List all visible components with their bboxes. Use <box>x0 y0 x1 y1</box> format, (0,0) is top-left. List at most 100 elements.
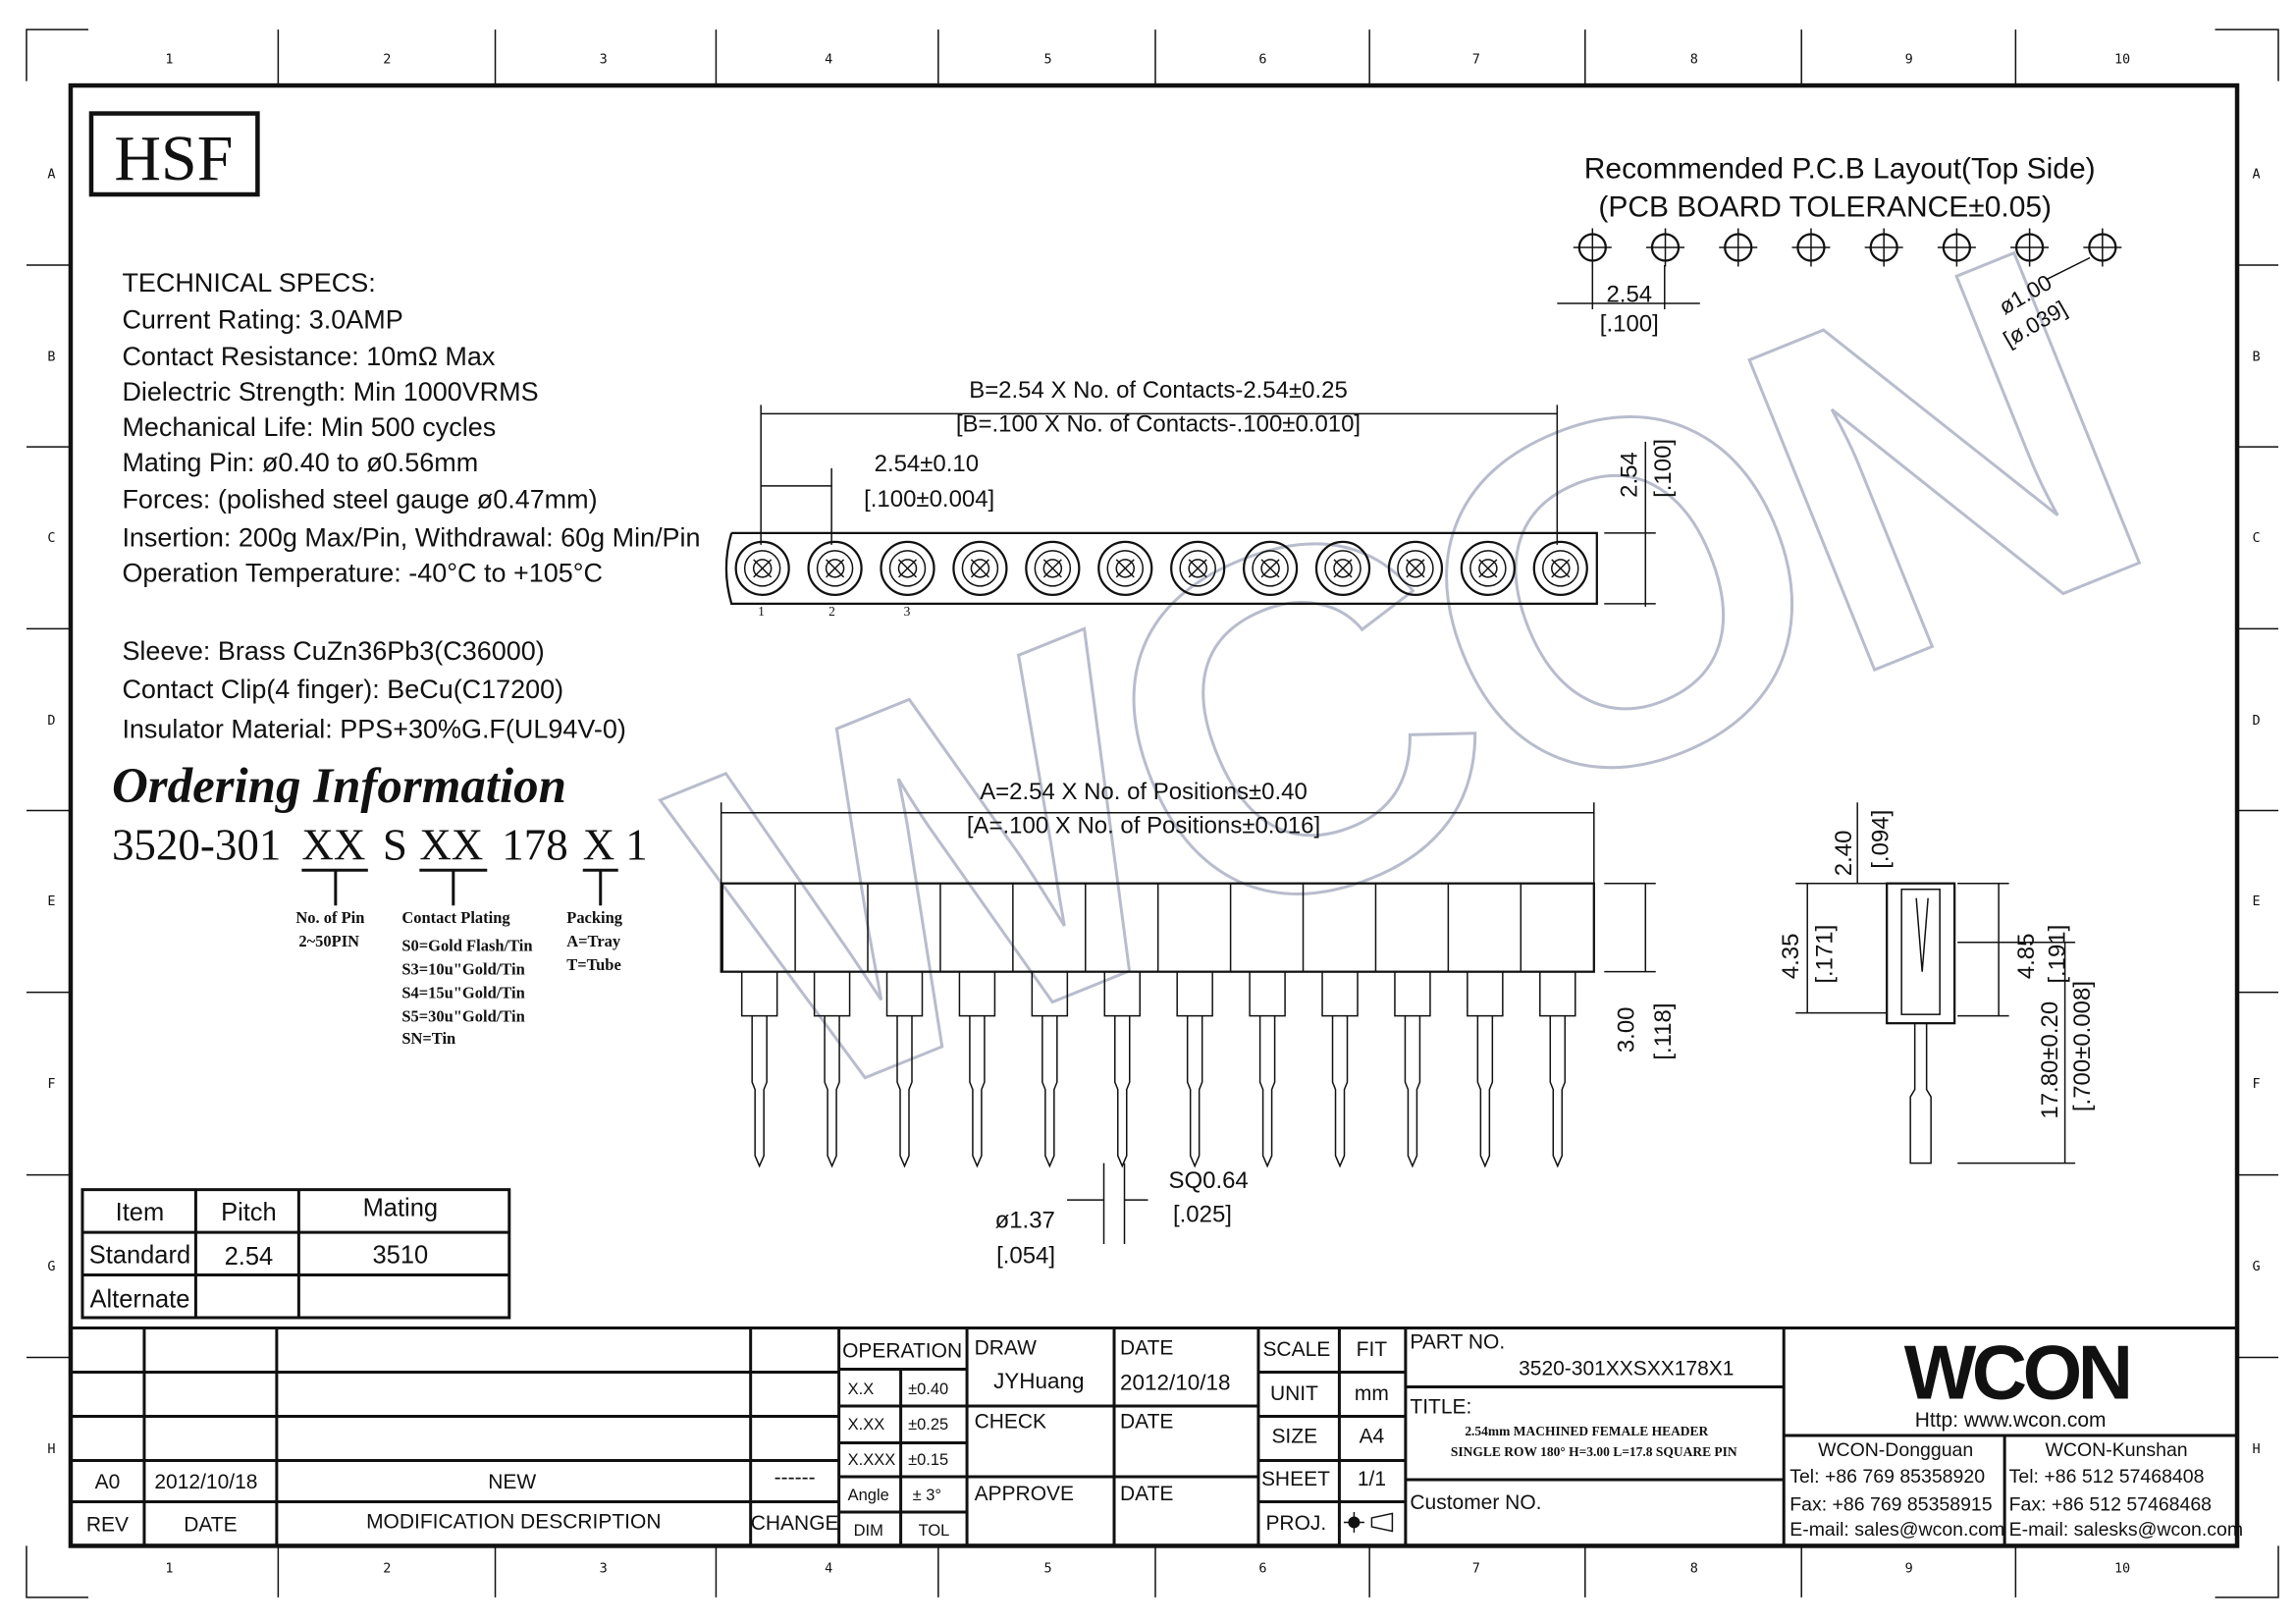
rev-header: MODIFICATION DESCRIPTION <box>366 1510 661 1533</box>
dim-body-in: [.171] <box>1812 925 1839 984</box>
column-marker: 2 <box>383 52 391 68</box>
dim-sq: SQ0.64 <box>1168 1167 1248 1194</box>
dim-total-in: [.700±0.008] <box>2069 981 2096 1111</box>
part-number: 3520-301XXSXX178X1 <box>1519 1358 1734 1380</box>
dim-a-in: [A=.100 X No. of Positions±0.016] <box>967 813 1320 839</box>
contact-pin <box>867 883 924 1168</box>
column-marker: 5 <box>1043 52 1051 68</box>
tolerance-title: OPERATION <box>842 1340 962 1363</box>
column-marker: 6 <box>1258 52 1266 68</box>
dim-sleeve-in: [.191] <box>2045 925 2071 984</box>
column-marker: 3 <box>600 1560 608 1576</box>
tol-value: ±0.15 <box>908 1451 948 1469</box>
title-block: A0 2012/10/18 NEW ------ REV DATE MODIFI… <box>70 1326 2243 1546</box>
title-line: 2.54mm MACHINED FEMALE HEADER <box>1465 1424 1708 1438</box>
office-email[interactable]: E-mail: salesks@wcon.com <box>2009 1519 2243 1541</box>
contact-socket-icon <box>1314 540 1371 596</box>
spec-line: Forces: (polished steel gauge ø0.47mm) <box>122 484 597 514</box>
dim-top: 2.40 <box>1831 831 1857 877</box>
size-label: SIZE <box>1271 1425 1317 1447</box>
plating-option: S4=15u"Gold/Tin <box>401 984 524 1002</box>
contact-socket-icon <box>1532 540 1588 596</box>
wcon-watermark: WCON <box>620 148 2195 1206</box>
draw-date: 2012/10/18 <box>1120 1370 1231 1394</box>
dim-h-in: [.118] <box>1650 1002 1677 1059</box>
dim-sleeve: 4.85 <box>2013 934 2040 980</box>
date-label: DATE <box>1120 1410 1173 1433</box>
office-fax: Fax: +86 769 85358915 <box>1789 1493 1993 1515</box>
dim-h: 3.00 <box>1613 1006 1639 1053</box>
unit-label: UNIT <box>1270 1382 1318 1405</box>
draw-name: JYHuang <box>993 1369 1085 1393</box>
contact-socket-icon <box>952 540 1008 596</box>
mating-table: Item Pitch Mating Standard 2.54 3510 Alt… <box>80 1188 511 1320</box>
row-marker: E <box>47 893 55 909</box>
pcb-tolerance: (PCB BOARD TOLERANCE±0.05) <box>1598 191 2052 224</box>
row-marker: C <box>47 530 55 546</box>
row-marker: C <box>2252 530 2260 546</box>
pin-label: No. of Pin <box>295 908 364 927</box>
rev-change: ------ <box>774 1466 816 1489</box>
dim-b-in: [B=.100 X No. of Contacts-.100±0.010] <box>956 410 1361 437</box>
check-label: CHECK <box>975 1410 1046 1433</box>
contact-socket-icon <box>880 540 935 596</box>
contact-pin <box>1302 883 1359 1168</box>
tol-dim: X.X <box>848 1380 875 1398</box>
date-label: DATE <box>1120 1483 1173 1505</box>
rev-header: CHANGE <box>751 1512 839 1535</box>
tol-value: ±0.25 <box>908 1416 948 1434</box>
material-line: Insulator Material: PPS+30%G.F(UL94V-0) <box>122 714 625 743</box>
customer-label: Customer NO. <box>1410 1491 1541 1514</box>
specs-heading: TECHNICAL SPECS: <box>122 268 375 298</box>
contact-socket-icon <box>1460 540 1516 596</box>
ordering-information: Ordering Information 3520-301 XX S XX 17… <box>112 759 648 1048</box>
table-cell: 3510 <box>372 1242 428 1270</box>
material-line: Contact Clip(4 finger): BeCu(C17200) <box>122 675 563 704</box>
plating-option: S0=Gold Flash/Tin <box>401 937 532 955</box>
contact-pin <box>794 883 851 1168</box>
table-header: Item <box>116 1199 165 1226</box>
row-marker: E <box>2252 893 2260 909</box>
draw-label: DRAW <box>975 1337 1038 1360</box>
row-marker: H <box>2252 1441 2260 1457</box>
contact-pin <box>1085 883 1142 1168</box>
proj-label: PROJ. <box>1265 1512 1326 1535</box>
code-part: XX <box>301 821 365 870</box>
plating-option: S3=10u"Gold/Tin <box>401 960 524 979</box>
column-marker: 7 <box>1472 52 1480 68</box>
office-email[interactable]: E-mail: sales@wcon.com <box>1789 1519 2004 1541</box>
pcb-pitch-in: [.100] <box>1600 310 1659 337</box>
hsf-logo: HSF <box>88 111 260 197</box>
row-marker: D <box>47 713 55 729</box>
approve-label: APPROVE <box>975 1483 1074 1505</box>
tol-dim: Angle <box>848 1487 889 1504</box>
column-marker: 4 <box>825 52 832 68</box>
office-tel: Tel: +86 512 57468408 <box>2009 1466 2205 1488</box>
table-header: Pitch <box>221 1199 277 1226</box>
company-url[interactable]: Http: www.wcon.com <box>1915 1409 2107 1432</box>
tol-footer: DIM <box>854 1522 883 1540</box>
side-view: A=2.54 X No. of Positions±0.40 [A=.100 X… <box>720 779 1677 1270</box>
packing-label: Packing <box>566 908 623 927</box>
column-marker: 6 <box>1258 1560 1266 1576</box>
profile-view: 2.40 [.094] 4.35 [.171] 4.85 [.191] 17.8… <box>1778 802 2096 1164</box>
column-marker: 1 <box>165 1560 173 1576</box>
title-label: TITLE: <box>1410 1395 1471 1418</box>
table-cell: 2.54 <box>225 1243 274 1271</box>
row-marker: H <box>47 1441 55 1457</box>
dim-b: B=2.54 X No. of Contacts-2.54±0.25 <box>969 377 1348 404</box>
table-header: Mating <box>363 1195 438 1222</box>
column-marker: 1 <box>165 52 173 68</box>
rev-value: A0 <box>95 1471 121 1493</box>
technical-specs: TECHNICAL SPECS: Current Rating: 3.0AMP … <box>122 268 700 743</box>
contact-pin <box>1229 883 1286 1168</box>
rev-header: REV <box>86 1513 129 1536</box>
spec-line: Operation Temperature: -40°C to +105°C <box>122 558 603 587</box>
tol-value: ± 3° <box>913 1487 941 1504</box>
table-cell: Standard <box>89 1242 190 1270</box>
office-tel: Tel: +86 769 85358920 <box>1789 1466 1985 1488</box>
dim-total: 17.80±0.20 <box>2037 1001 2063 1119</box>
code-part: XX <box>419 821 483 870</box>
pin-number: 2 <box>828 604 835 619</box>
dim-pitch-in: [.100±0.004] <box>864 486 994 513</box>
